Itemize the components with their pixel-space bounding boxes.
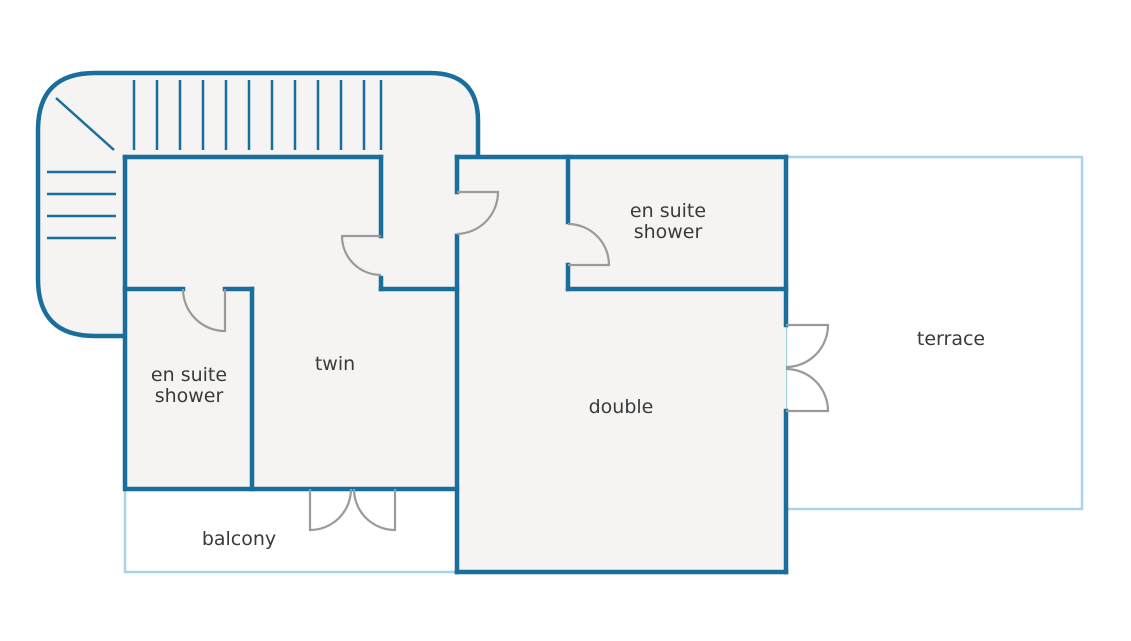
room-label-ensuite-left-2: shower — [155, 385, 224, 407]
stair-hall-fill — [38, 73, 478, 336]
door-balcony-left — [308, 488, 353, 532]
room-label-ensuite-right-2: shower — [634, 221, 703, 243]
doors — [181, 190, 830, 532]
room-label-ensuite-right-1: en suite — [630, 200, 706, 222]
walls — [122, 154, 789, 575]
balcony-area — [123, 487, 459, 574]
door-ensuite-left — [181, 288, 227, 333]
room-label-terrace: terrace — [917, 328, 985, 350]
door-terrace-lower — [785, 367, 830, 413]
door-balcony-right — [352, 488, 397, 532]
door-double-entry — [456, 190, 500, 236]
stair-landing-diagonal — [55, 97, 115, 151]
corridor-fill — [381, 140, 457, 290]
room-label-double: double — [589, 396, 654, 418]
terrace-area — [784, 155, 1084, 511]
door-terrace-upper — [785, 323, 830, 369]
room-label-ensuite-left-1: en suite — [151, 364, 227, 386]
door-ensuite-right — [567, 222, 611, 267]
room-label-twin: twin — [315, 353, 355, 375]
door-twin — [340, 234, 382, 277]
staircase — [47, 80, 383, 240]
room-label-balcony: balcony — [202, 528, 276, 550]
double-fill — [457, 157, 786, 572]
twin-wall-left — [122, 154, 460, 492]
stair-hall-wall — [35, 70, 481, 339]
